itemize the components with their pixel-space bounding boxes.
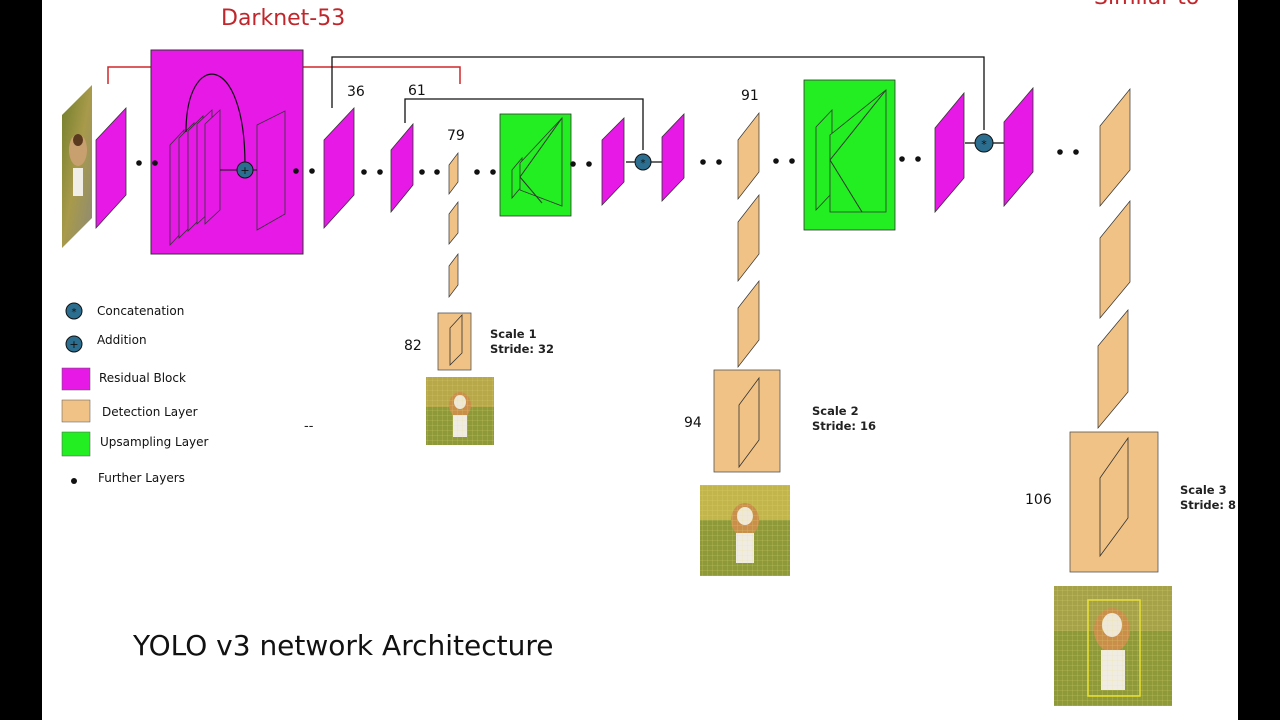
svg-text:Residual Block: Residual Block — [99, 371, 186, 385]
legend-upsampling-layer: Upsampling Layer — [61, 431, 209, 457]
legend: * Concatenation + Addition Residual Bloc… — [61, 302, 209, 485]
scale2-output-image — [700, 485, 790, 576]
svg-text:*: * — [72, 307, 77, 318]
conv-layers — [95, 86, 1034, 230]
scale1-label: Scale 1 — [490, 327, 537, 341]
upsampling-block-2 — [803, 79, 896, 231]
legend-detection-layer: Detection Layer — [61, 399, 198, 423]
legend-concatenation: * Concatenation — [65, 302, 184, 320]
layer-number-61: 61 — [408, 83, 426, 99]
scale3-output-image — [1054, 586, 1172, 706]
upsampling-block-1 — [499, 113, 572, 217]
scale3-stride: Stride: 8 — [1180, 498, 1236, 512]
legend-addition: + Addition — [65, 333, 147, 353]
svg-text:Upsampling Layer: Upsampling Layer — [100, 435, 209, 449]
legend-residual-block: Residual Block — [61, 367, 186, 391]
svg-text:*: * — [981, 138, 987, 151]
residual-block-container: + — [150, 49, 304, 255]
scale2-stride: Stride: 16 — [812, 419, 876, 433]
concatenation-node-1: * — [634, 153, 652, 171]
corner-text: Similar to — [1094, 0, 1199, 10]
detection-branch-2 — [700, 111, 790, 576]
scale1-output-image — [426, 377, 494, 445]
diagram-title: YOLO v3 network Architecture — [132, 629, 553, 662]
layer-number-79: 79 — [447, 128, 465, 144]
architecture-diagram: Darknet-53 Similar to + — [61, 0, 1236, 706]
svg-text:Concatenation: Concatenation — [97, 304, 184, 318]
svg-text:Detection Layer: Detection Layer — [102, 405, 198, 419]
layer-number-36: 36 — [347, 84, 365, 100]
svg-text:+: + — [69, 338, 78, 351]
svg-text:Addition: Addition — [97, 333, 147, 347]
legend-further-layers: Further Layers — [71, 471, 185, 485]
scale3-label: Scale 3 — [1180, 483, 1227, 497]
concatenation-node-2: * — [974, 133, 994, 153]
layer-number-91: 91 — [741, 88, 759, 104]
svg-text:*: * — [641, 158, 646, 169]
stray-mark: -- — [304, 419, 314, 434]
layer-number-106: 106 — [1025, 492, 1052, 508]
further-layer-dots — [136, 149, 1079, 175]
diagram-canvas: Darknet-53 Similar to + — [42, 0, 1238, 720]
darknet-label: Darknet-53 — [221, 6, 345, 31]
input-image — [62, 85, 92, 248]
svg-text:Further Layers: Further Layers — [98, 471, 185, 485]
svg-text:+: + — [240, 164, 249, 177]
detection-branch-3 — [1054, 88, 1172, 706]
layer-number-94: 94 — [684, 415, 702, 431]
scale1-stride: Stride: 32 — [490, 342, 554, 356]
scale2-label: Scale 2 — [812, 404, 859, 418]
detection-branch-1 — [426, 151, 494, 445]
layer-number-82: 82 — [404, 338, 422, 354]
